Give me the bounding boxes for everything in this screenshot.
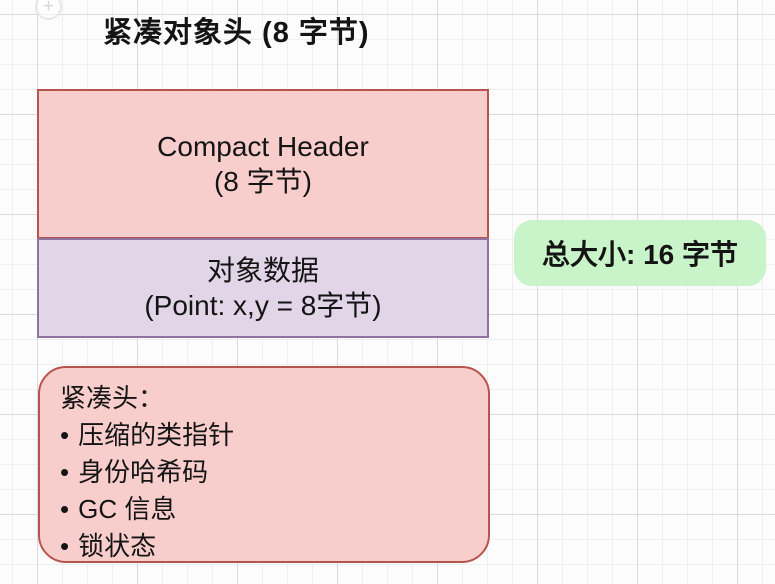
diagram-title: 紧凑对象头 (8 字节) [103,17,370,49]
list-item-label: 锁状态 [78,531,157,561]
compact-header-label-line1: Compact Header [157,131,369,162]
bullet-icon: • [60,420,70,450]
total-size-label: 总大小: 16 字节 [541,239,739,270]
list-item-label: 压缩的类指针 [78,420,235,450]
memory-layout-stack: Compact Header (8 字节) 对象数据 (Point: x,y =… [37,89,489,338]
list-item: • 身份哈希码 [60,454,472,491]
list-item-label: 身份哈希码 [78,457,209,487]
bullet-icon: • [60,531,70,561]
list-item: • 锁状态 [60,528,472,565]
total-size-badge: 总大小: 16 字节 [514,220,766,286]
bullet-icon: • [60,457,70,487]
details-heading: 紧凑头： [60,383,165,413]
object-data-label-line1: 对象数据 [206,255,319,286]
compact-header-details-box: 紧凑头： • 压缩的类指针 • 身份哈希码 • GC 信息 • 锁状态 [38,366,490,563]
list-item: • 压缩的类指针 [60,417,472,454]
bullet-icon: • [60,494,70,524]
list-item-label: GC 信息 [78,494,177,524]
compact-header-label-line2: (8 字节) [213,166,312,197]
compact-header-box: Compact Header (8 字节) [37,89,489,239]
add-icon[interactable]: + [35,0,62,20]
object-data-label-line2: (Point: x,y = 8字节) [144,290,382,321]
object-data-box: 对象数据 (Point: x,y = 8字节) [37,238,489,338]
list-item: • GC 信息 [60,491,472,528]
